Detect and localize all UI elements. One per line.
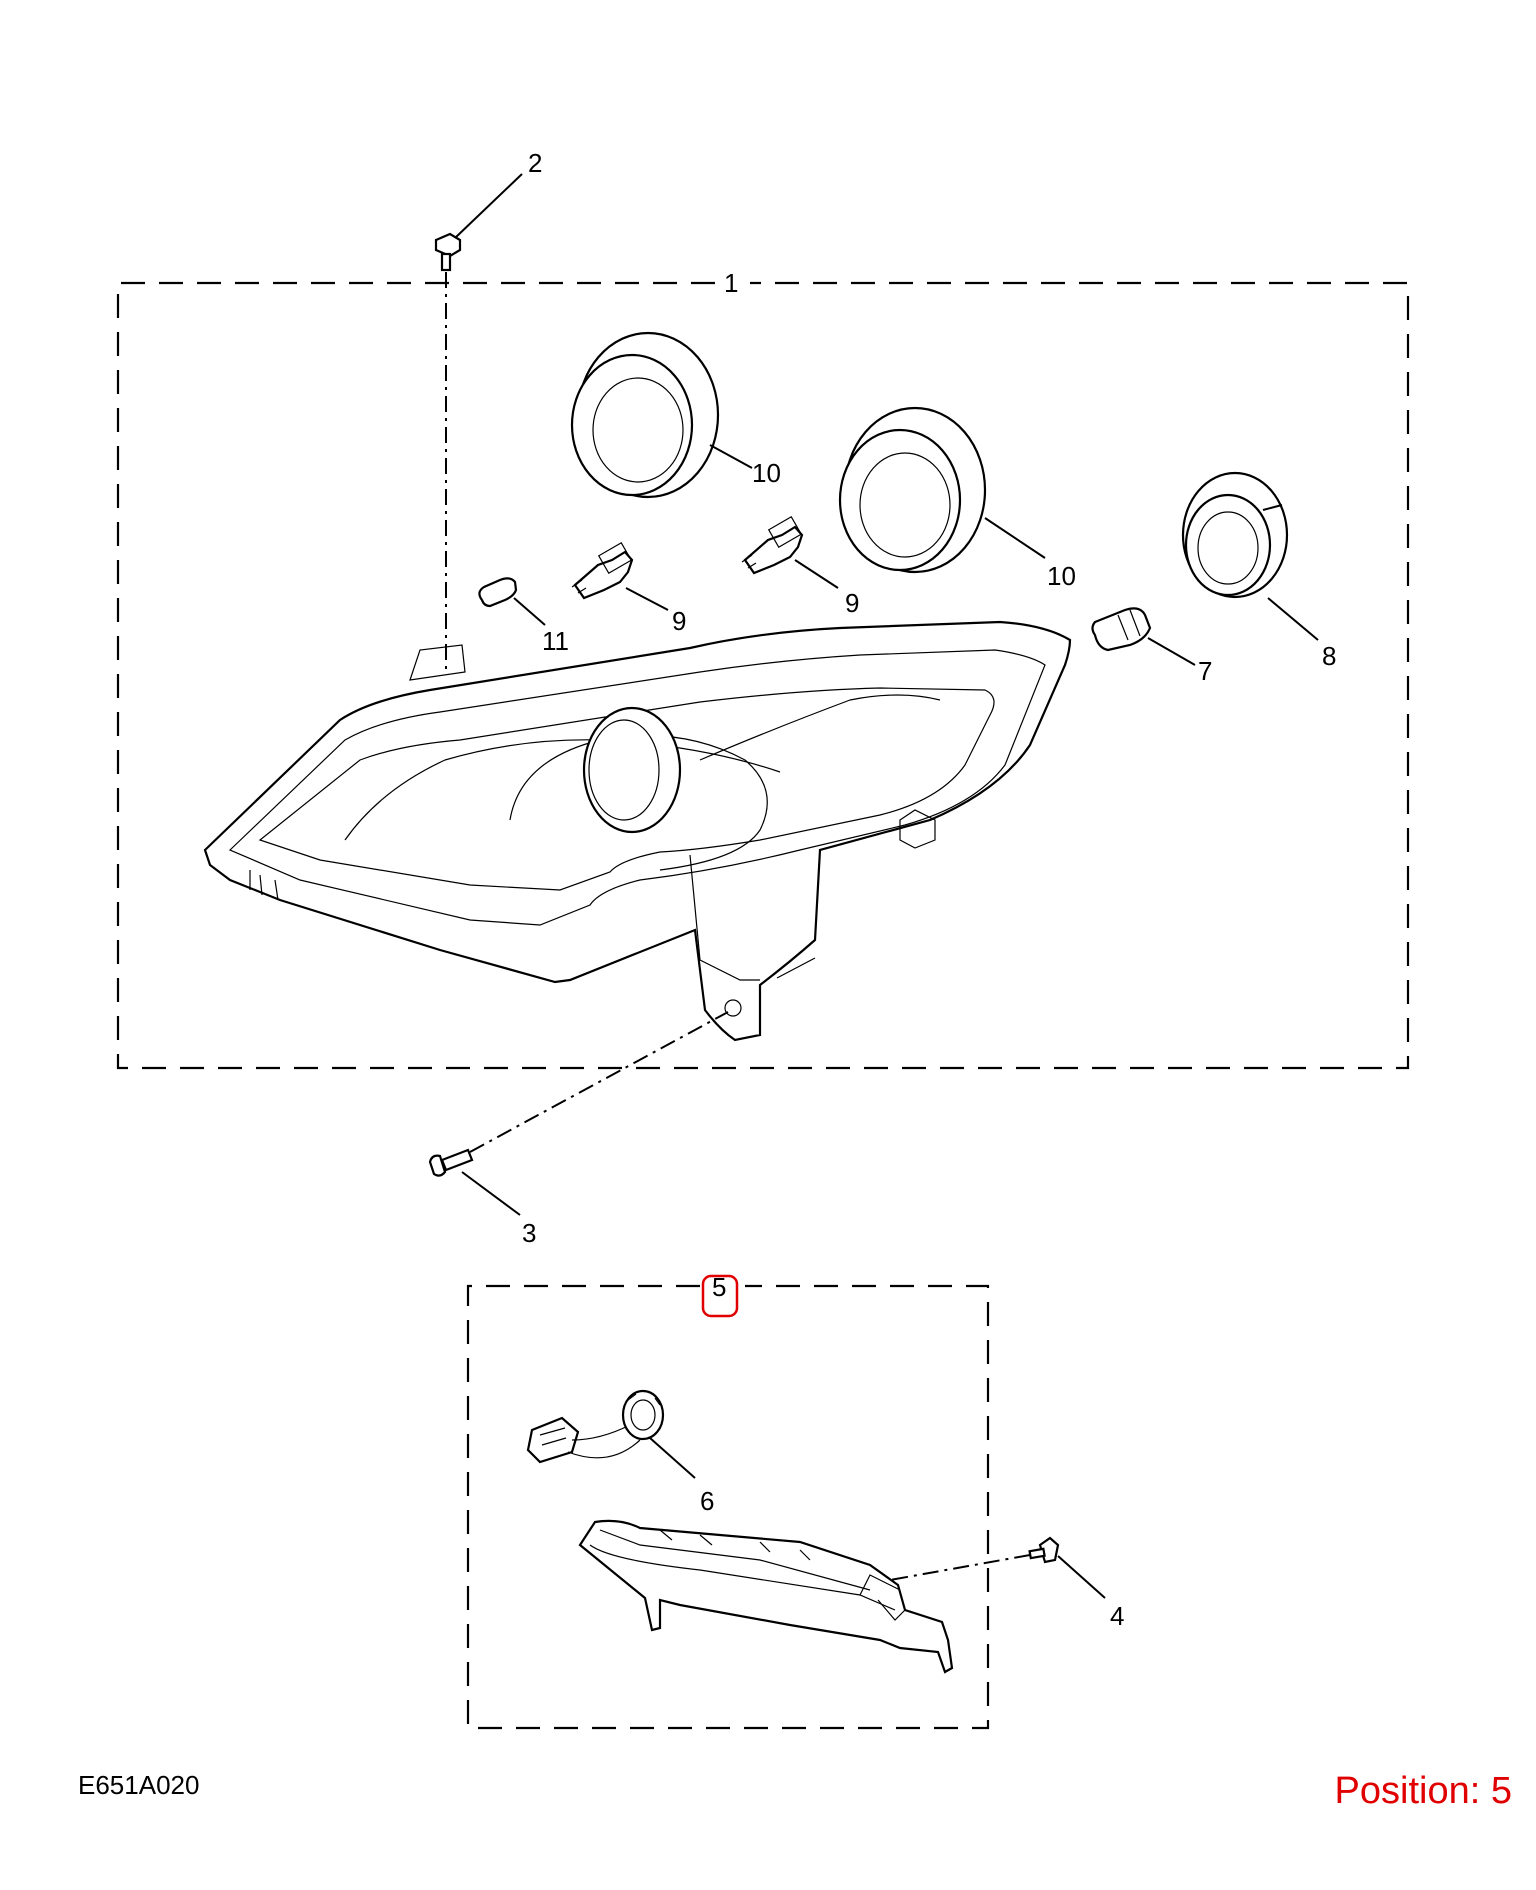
bolt-3: 3 [428,1011,729,1248]
position-indicator: Position: 5 [1334,1770,1512,1812]
screw-4: 4 [889,1536,1124,1631]
bulb-9a [571,542,634,600]
callout-5-highlight [701,1274,739,1318]
bulb-cap-10a [570,331,720,499]
callout-11[interactable]: 11 [542,626,569,656]
headlamp-assembly-group: 1 [116,268,1410,1070]
callout-2[interactable]: 2 [528,148,542,178]
callout-7[interactable]: 7 [1198,656,1212,686]
callout-8[interactable]: 8 [1322,641,1336,671]
bulb-socket-6: 6 [526,1389,714,1516]
leader-8 [1267,597,1319,641]
leader-9b [794,559,839,589]
leader-11 [513,597,546,626]
drawing-code-label: E651A020 [78,1770,200,1800]
bulb-cap-8 [1181,471,1289,599]
bulb-7 [1091,607,1152,652]
bulb-11 [478,577,518,608]
leader-10b [984,517,1046,559]
callout-9a[interactable]: 9 [672,606,686,636]
callout-10b[interactable]: 10 [1047,561,1076,591]
leader-7 [1147,637,1196,666]
fog-lamp-housing [578,1519,954,1674]
leader-10a [709,444,753,469]
assembly-1-boundary [116,281,1410,1070]
callout-4[interactable]: 4 [1110,1601,1124,1631]
fog-lamp-assembly-group: 5 6 4 [466,1272,1124,1730]
bulb-9b [741,516,804,575]
callout-6[interactable]: 6 [700,1486,714,1516]
callout-9b[interactable]: 9 [845,588,859,618]
assembly-5-boundary [466,1284,990,1730]
callout-1[interactable]: 1 [724,268,738,298]
bulb-cap-10b [838,406,987,574]
callout-5[interactable]: 5 [712,1272,726,1302]
headlamp-housing [203,620,1072,1042]
callout-3[interactable]: 3 [522,1218,536,1248]
leader-9a [625,587,669,611]
screw-2: 2 [434,148,542,675]
callout-10a[interactable]: 10 [752,458,781,488]
